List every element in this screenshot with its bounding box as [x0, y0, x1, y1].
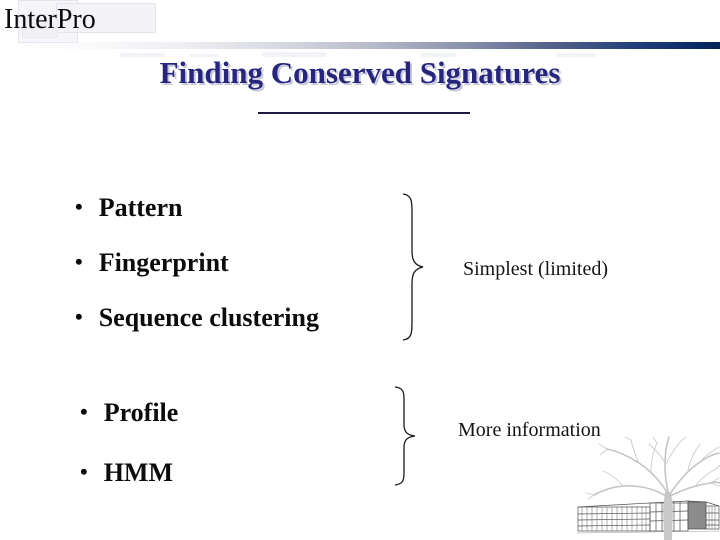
list-item: • Profile — [80, 398, 178, 429]
bullet-icon: • — [80, 399, 88, 424]
list-item-label: Fingerprint — [98, 248, 229, 277]
building-sketch — [576, 500, 720, 534]
bullet-icon: • — [75, 304, 83, 329]
list-item: • HMM — [80, 458, 178, 489]
bullet-icon: • — [75, 249, 83, 274]
faded-artifact — [120, 53, 165, 57]
right-curly-brace-icon — [401, 192, 425, 342]
bullet-icon: • — [80, 459, 88, 484]
faded-artifact — [556, 53, 596, 57]
group2-annotation: More information — [458, 419, 601, 441]
list-item-label: Sequence clustering — [98, 303, 319, 332]
list-item-label: HMM — [103, 458, 174, 487]
advanced-methods-list: • Profile • HMM — [80, 398, 178, 518]
list-item: • Fingerprint — [75, 248, 319, 279]
right-curly-brace-icon — [393, 385, 417, 487]
group1-annotation: Simplest (limited) — [463, 258, 608, 280]
list-item: • Sequence clustering — [75, 303, 319, 334]
interpro-logo: InterPro — [4, 4, 96, 35]
list-item-label: Profile — [103, 398, 179, 427]
faded-screenshot-artifact — [22, 14, 58, 38]
header-gradient-bar — [0, 42, 720, 49]
faded-artifact — [420, 53, 456, 57]
faded-artifact — [190, 54, 218, 57]
slide-title: Finding Conserved Signatures — [159, 55, 561, 90]
faded-artifact — [262, 52, 326, 57]
list-item: • Pattern — [75, 193, 319, 224]
title-underline — [258, 112, 470, 114]
list-item-label: Pattern — [98, 193, 183, 222]
simple-methods-list: • Pattern • Fingerprint • Sequence clusteri… — [75, 193, 319, 358]
bullet-icon: • — [75, 194, 83, 219]
faded-screenshot-artifact — [56, 3, 156, 33]
tree-sketch — [585, 436, 720, 540]
building-and-tree-sketch-icon — [576, 436, 720, 540]
